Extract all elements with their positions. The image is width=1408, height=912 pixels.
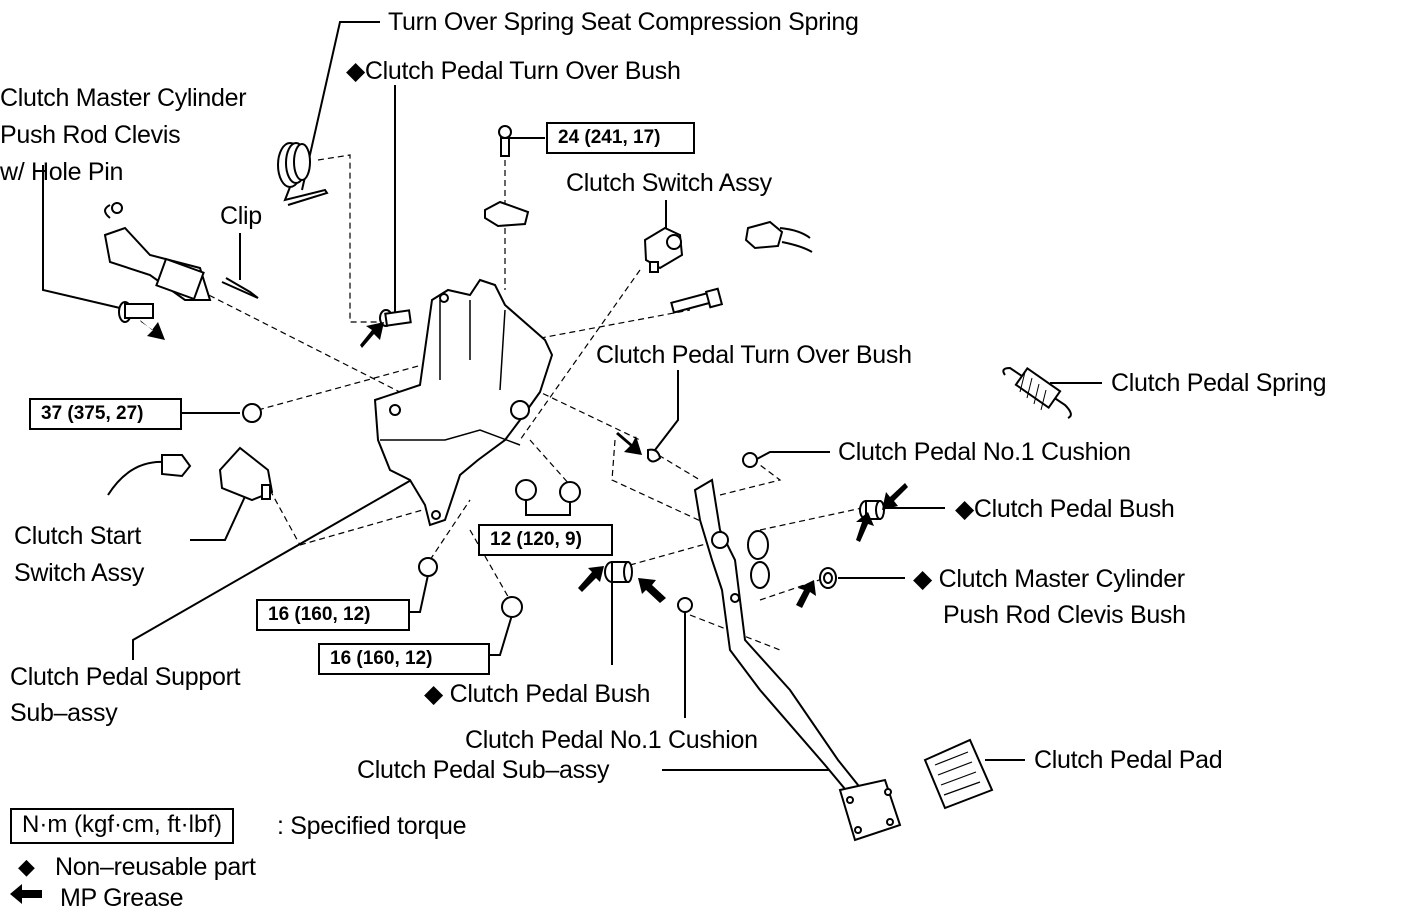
torque-spec-12: 12 (120, 9) — [478, 524, 613, 556]
start-switch-wire — [107, 460, 166, 496]
label-start-switch-line1: Clutch Start — [14, 522, 142, 550]
torque-spec-16a: 16 (160, 12) — [256, 599, 410, 631]
clevis-pin-part — [118, 301, 154, 323]
grease-arrow-icon — [856, 512, 874, 542]
turn-over-spring-part — [277, 142, 329, 206]
cushion-lower-part — [677, 597, 693, 613]
legend-diamond-icon: ◆ — [18, 854, 35, 879]
torque-spec-24: 24 (241, 17) — [546, 122, 695, 154]
turn-over-pin-part — [379, 309, 412, 327]
label-start-switch-line2: Switch Assy — [14, 559, 145, 587]
label-support-line2: Sub–assy — [10, 699, 118, 727]
leader-torque-16a — [410, 574, 429, 613]
leader-clevis — [42, 165, 121, 309]
label-clevis-line3: w/ Hole Pin — [0, 158, 124, 186]
label-clevis-bush-line2: Push Rod Clevis Bush — [943, 601, 1186, 629]
label-switch-assy: Clutch Switch Assy — [566, 169, 772, 197]
clutch-pedal-support-part — [373, 278, 554, 527]
turn-over-bush-part — [647, 448, 662, 463]
label-turn-over-bush-top: ◆Clutch Pedal Turn Over Bush — [346, 57, 681, 85]
torque-spec-16b: 16 (160, 12) — [318, 643, 490, 675]
leader-torque-16b — [490, 614, 513, 656]
clutch-pedal-arm-part — [693, 478, 902, 842]
pedal-bush-right-part — [859, 500, 885, 520]
legend-non-reusable: Non–reusable part — [55, 853, 256, 881]
legend-torque-desc: : Specified torque — [277, 812, 467, 840]
nut-16a — [418, 557, 438, 577]
label-cushion-lower: Clutch Pedal No.1 Cushion — [465, 726, 758, 754]
legend-grease: MP Grease — [60, 884, 184, 912]
nut-16b — [501, 596, 523, 618]
grease-arrow-icon — [638, 578, 666, 603]
label-pedal-bush-lower: ◆ Clutch Pedal Bush — [424, 680, 651, 708]
torque-spec-37: 37 (375, 27) — [29, 398, 182, 430]
leader-support — [132, 474, 421, 660]
clip-part — [221, 277, 259, 299]
label-clip: Clip — [220, 202, 262, 230]
pedal-bush-lower-part — [604, 561, 633, 583]
clevis-part — [103, 202, 212, 301]
legend-arrow-left-icon — [10, 884, 42, 904]
clutch-pedal-spring-part — [1002, 366, 1072, 419]
clevis-bush-part — [819, 567, 837, 589]
grease-arrow-icon — [796, 580, 816, 608]
clutch-pedal-pad-part — [923, 738, 994, 810]
label-clevis-line2: Push Rod Clevis — [0, 121, 181, 149]
leader-cushion-upper — [754, 451, 830, 461]
label-support-line1: Clutch Pedal Support — [10, 663, 241, 691]
clutch-switch-part — [643, 226, 684, 273]
label-clevis-line1: Clutch Master Cylinder — [0, 84, 247, 112]
leader-start-switch — [190, 489, 249, 541]
nut-plate — [484, 200, 530, 228]
leader-turn-over-bush — [654, 370, 679, 451]
connector-part — [744, 220, 813, 253]
grease-arrow-icon — [578, 566, 604, 592]
label-pedal-sub-assy: Clutch Pedal Sub–assy — [357, 756, 610, 784]
label-pedal-spring: Clutch Pedal Spring — [1111, 369, 1327, 397]
leader-torque-12 — [525, 497, 571, 516]
cushion-upper-part — [742, 452, 758, 468]
label-pedal-pad: Clutch Pedal Pad — [1034, 746, 1223, 774]
leader-turn-over-spring — [301, 21, 380, 191]
label-cushion-upper: Clutch Pedal No.1 Cushion — [838, 438, 1131, 466]
label-turn-over-spring: Turn Over Spring Seat Compression Spring — [388, 8, 859, 36]
long-bolt-part — [670, 287, 724, 314]
nut-12a — [515, 479, 537, 501]
bolt-24 — [498, 125, 512, 157]
label-pedal-bush-right: ◆Clutch Pedal Bush — [955, 495, 1175, 523]
label-clevis-bush-line1: ◆ Clutch Master Cylinder — [913, 565, 1185, 593]
clutch-start-switch-part — [218, 446, 274, 502]
nut-12b — [559, 481, 581, 503]
grease-arrow-icon — [140, 320, 165, 340]
nut-37 — [242, 403, 262, 423]
grease-arrow-icon — [882, 483, 908, 510]
grease-arrow-icon — [616, 432, 642, 455]
grease-arrow-icon — [360, 322, 384, 348]
start-switch-connector — [161, 454, 192, 478]
label-turn-over-bush: Clutch Pedal Turn Over Bush — [596, 341, 912, 369]
legend-torque-box: N·m (kgf·cm, ft·lbf) — [10, 808, 234, 844]
